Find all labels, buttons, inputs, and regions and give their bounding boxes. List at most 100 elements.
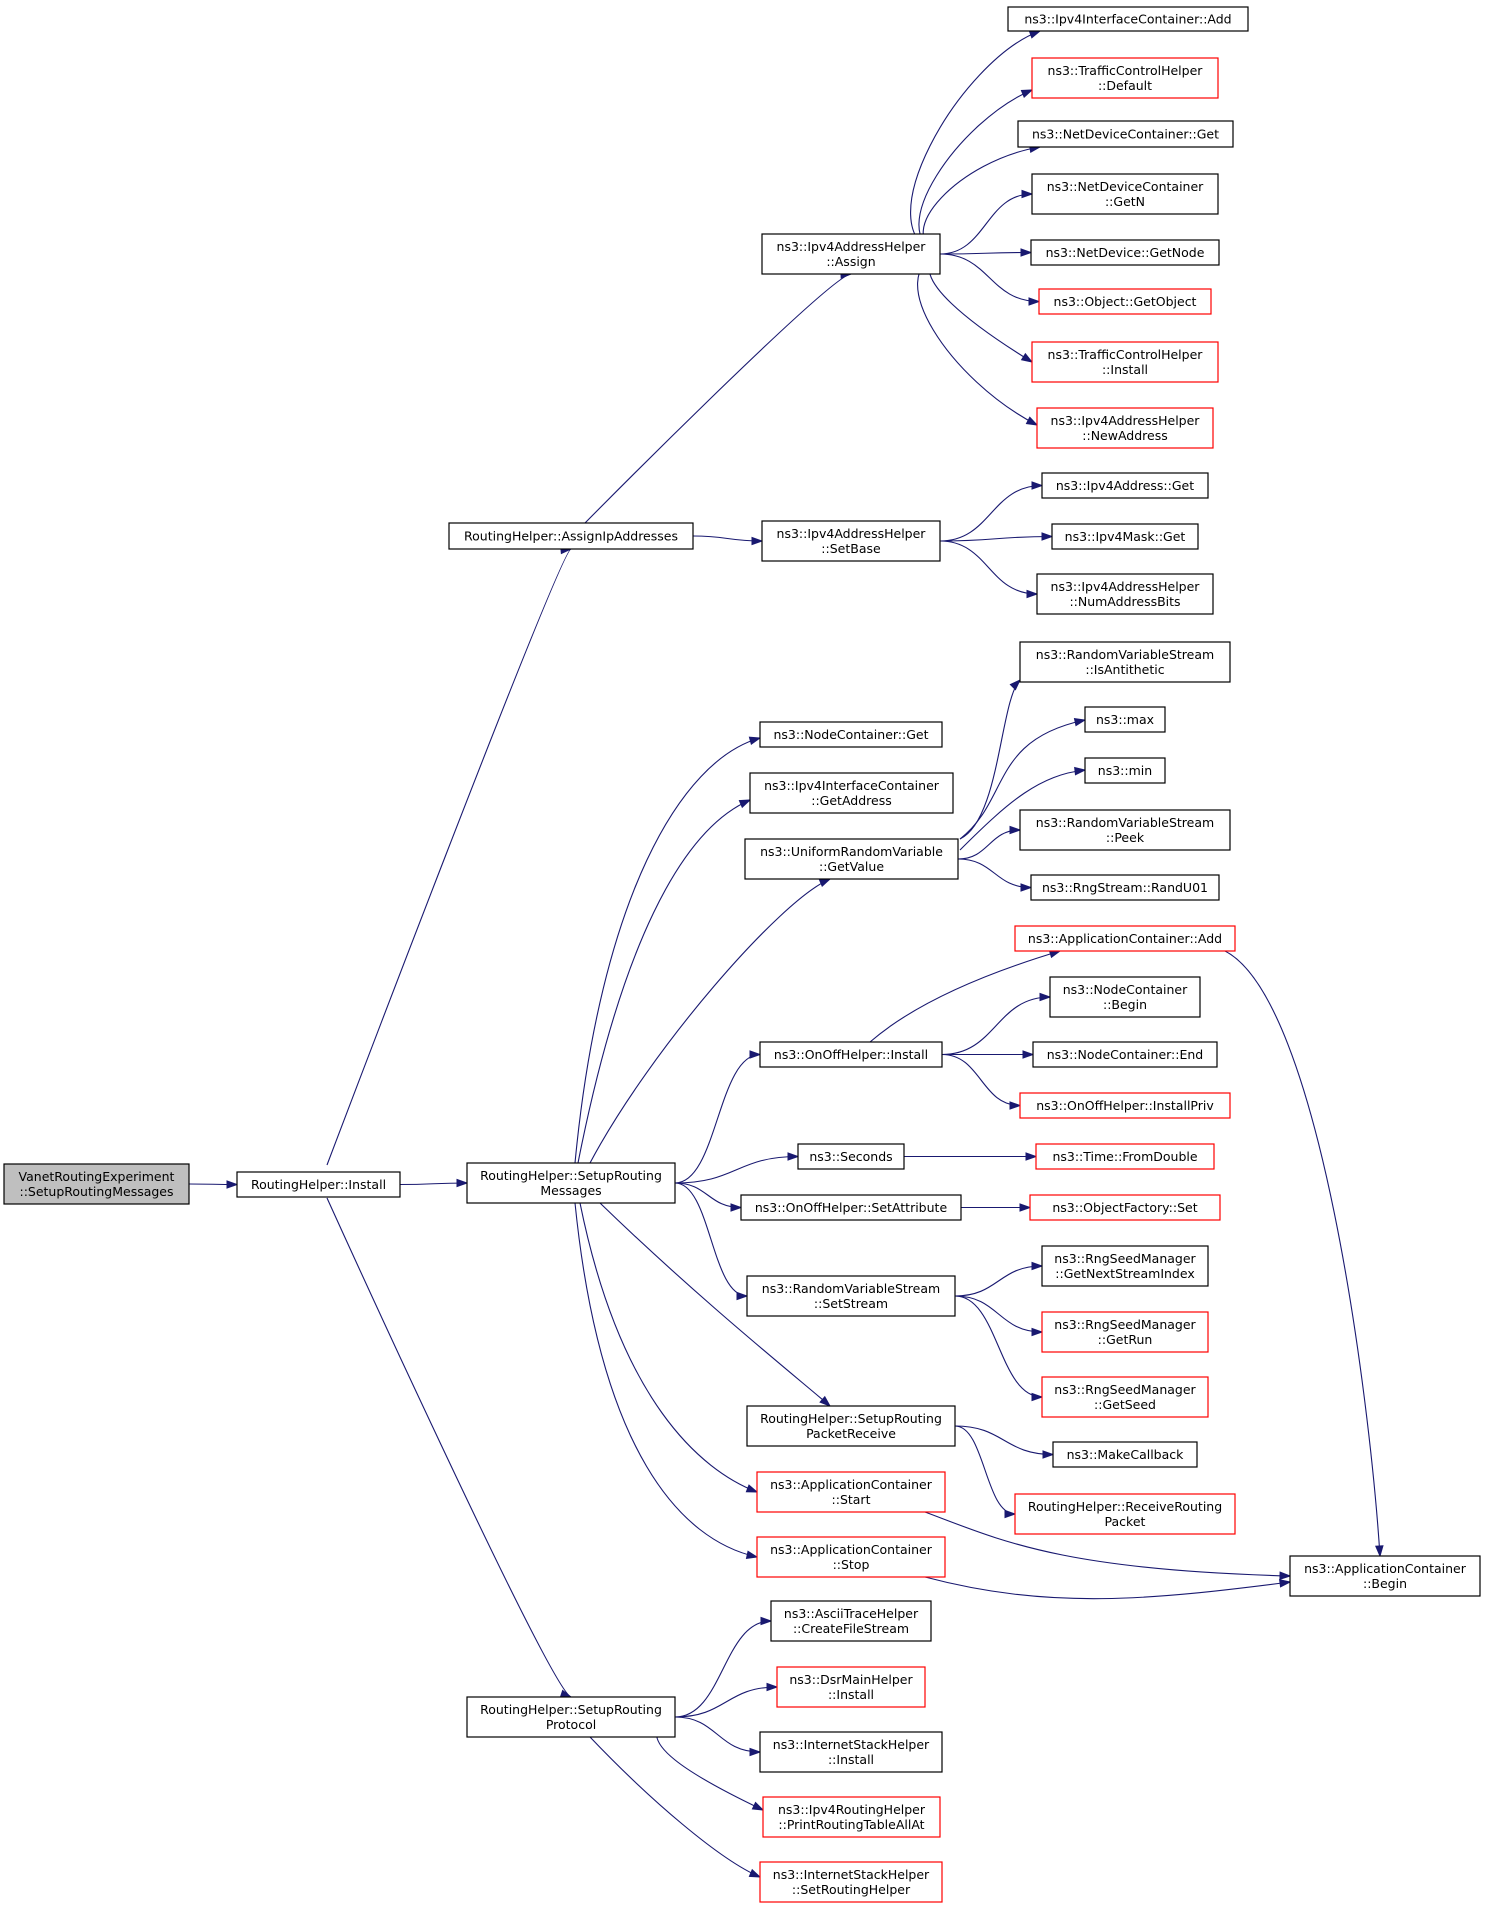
function-node-rvs-peek[interactable]: ns3::RandomVariableStream::Peek (1019, 809, 1231, 851)
function-node-assignip[interactable]: RoutingHelper::AssignIpAddresses (448, 522, 694, 550)
function-node-tch-default[interactable]: ns3::TrafficControlHelper::Default (1031, 57, 1219, 99)
function-node-assign[interactable]: ns3::Ipv4AddressHelper::Assign (761, 233, 941, 275)
function-node-time-fromdouble[interactable]: ns3::Time::FromDouble (1035, 1143, 1215, 1170)
call-edge (954, 1425, 1055, 1459)
edge-line (584, 273, 852, 524)
node-box (776, 1666, 926, 1708)
function-node-ish-install[interactable]: ns3::InternetStackHelper::Install (759, 1731, 943, 1773)
function-node-setbase[interactable]: ns3::Ipv4AddressHelper::SetBase (761, 520, 941, 562)
function-node-urv-getvalue[interactable]: ns3::UniformRandomVariable::GetValue (744, 838, 959, 880)
edge-line (939, 253, 1040, 303)
edge-line (939, 251, 1032, 255)
node-box (1052, 1441, 1198, 1468)
function-node-rng-randu01[interactable]: ns3::RngStream::RandU01 (1030, 874, 1220, 901)
call-edge (674, 1050, 762, 1184)
node-label-line: ns3::Ipv4InterfaceContainer::Add (1024, 12, 1231, 27)
function-node-rvs-isanti[interactable]: ns3::RandomVariableStream::IsAntithetic (1019, 641, 1231, 683)
function-node-ac-start[interactable]: ns3::ApplicationContainer::Start (756, 1471, 946, 1513)
function-node-onoff-setattr[interactable]: ns3::OnOffHelper::SetAttribute (740, 1194, 962, 1221)
node-label-line: ns3::RngSeedManager (1054, 1382, 1196, 1397)
call-edge (674, 1152, 800, 1184)
node-box (466, 1162, 676, 1204)
function-node-ic-getaddr[interactable]: ns3::Ipv4InterfaceContainer::GetAddress (749, 772, 954, 814)
node-box (759, 1041, 943, 1068)
function-node-ac-begin[interactable]: ns3::ApplicationContainer::Begin (1289, 1555, 1481, 1597)
function-node-rsm-getrun[interactable]: ns3::RngSeedManager::GetRun (1041, 1311, 1209, 1353)
node-label-line: ::PrintRoutingTableAllAt (778, 1817, 924, 1832)
node-box (1019, 809, 1231, 851)
edge-arrowhead (745, 1550, 759, 1559)
node-label-line: ::GetAddress (811, 793, 891, 808)
function-nodes: VanetRoutingExperiment::SetupRoutingMess… (3, 6, 1481, 1903)
edge-line (674, 1686, 778, 1718)
function-node-seconds[interactable]: ns3::Seconds (797, 1143, 905, 1170)
function-node-max[interactable]: ns3::max (1084, 706, 1166, 733)
function-node-nd-getnode[interactable]: ns3::NetDevice::GetNode (1030, 239, 1220, 266)
call-edge (941, 992, 1052, 1056)
call-edge (904, 1152, 1038, 1161)
edge-line (674, 1182, 748, 1297)
function-node-nc-end[interactable]: ns3::NodeContainer::End (1032, 1041, 1218, 1068)
call-edge (942, 1050, 1035, 1059)
function-node-setupmsgs[interactable]: RoutingHelper::SetupRoutingMessages (466, 1162, 676, 1204)
function-node-onoff-install[interactable]: ns3::OnOffHelper::Install (759, 1041, 943, 1068)
function-node-rsm-getnext[interactable]: ns3::RngSeedManager::GetNextStreamIndex (1041, 1245, 1209, 1287)
function-node-obj-getobject[interactable]: ns3::Object::GetObject (1038, 288, 1212, 315)
call-edge (584, 270, 853, 524)
edge-arrowhead (787, 1152, 800, 1161)
edge-line (674, 1620, 772, 1718)
node-box (1019, 1092, 1231, 1119)
edge-arrowhead (730, 1203, 743, 1212)
edge-arrowhead (1009, 825, 1022, 835)
function-node-makecallback[interactable]: ns3::MakeCallback (1052, 1441, 1198, 1468)
function-node-onoff-installpriv[interactable]: ns3::OnOffHelper::InstallPriv (1019, 1092, 1231, 1119)
node-label-line: Protocol (546, 1717, 596, 1732)
function-node-ac-stop[interactable]: ns3::ApplicationContainer::Stop (756, 1536, 946, 1578)
call-edge (959, 678, 1022, 840)
node-label-line: ::Install (828, 1752, 874, 1767)
edge-arrowhead (1019, 1203, 1032, 1212)
function-node-dsr-install[interactable]: ns3::DsrMainHelper::Install (776, 1666, 926, 1708)
function-node-install[interactable]: RoutingHelper::Install (236, 1171, 401, 1198)
function-node-ath-create[interactable]: ns3::AsciiTraceHelper::CreateFileStream (770, 1600, 932, 1642)
function-node-ndc-get[interactable]: ns3::NetDeviceContainer::Get (1017, 120, 1234, 148)
node-label-line: ::SetStream (814, 1296, 888, 1311)
function-node-min[interactable]: ns3::min (1084, 757, 1166, 784)
edge-arrowhead (751, 536, 764, 546)
function-node-ndc-getn[interactable]: ns3::NetDeviceContainer::GetN (1031, 173, 1219, 215)
node-box (740, 1194, 962, 1221)
function-node-ic-add[interactable]: ns3::Ipv4InterfaceContainer::Add (1007, 6, 1249, 32)
edge-line (574, 1202, 758, 1558)
node-label-line: ns3::ApplicationContainer (770, 1542, 933, 1557)
edge-line (954, 1295, 1043, 1398)
edge-line (939, 484, 1043, 542)
node-label-line: ns3::RngSeedManager (1054, 1251, 1196, 1266)
node-label-line: ns3::MakeCallback (1067, 1447, 1185, 1462)
call-edge (577, 799, 752, 1164)
function-node-ipv4mask-get[interactable]: ns3::Ipv4Mask::Get (1051, 523, 1199, 550)
function-node-ish-setrouting[interactable]: ns3::InternetStackHelper::SetRoutingHelp… (759, 1861, 943, 1903)
function-node-nc-get[interactable]: ns3::NodeContainer::Get (759, 721, 943, 748)
function-node-of-set[interactable]: ns3::ObjectFactory::Set (1029, 1194, 1221, 1221)
node-label-line: ::CreateFileStream (793, 1621, 909, 1636)
node-label-line: ::SetRoutingHelper (792, 1882, 911, 1897)
function-node-rsm-getseed[interactable]: ns3::RngSeedManager::GetSeed (1041, 1376, 1209, 1418)
function-node-ac-add[interactable]: ns3::ApplicationContainer::Add (1014, 925, 1236, 952)
edge-line (326, 1197, 572, 1698)
function-node-nc-begin[interactable]: ns3::NodeContainer::Begin (1049, 976, 1201, 1018)
node-label-line: ns3::Ipv4AddressHelper (777, 239, 927, 254)
function-node-iah-newaddr[interactable]: ns3::Ipv4AddressHelper::NewAddress (1036, 407, 1214, 449)
function-node-ipv4addr-get[interactable]: ns3::Ipv4Address::Get (1041, 472, 1209, 499)
function-node-iah-numbits[interactable]: ns3::Ipv4AddressHelper::NumAddressBits (1036, 573, 1214, 615)
function-node-irh-print[interactable]: ns3::Ipv4RoutingHelper::PrintRoutingTabl… (762, 1796, 941, 1838)
node-label-line: ::GetValue (819, 859, 884, 874)
node-label-line: RoutingHelper::Install (251, 1177, 386, 1192)
function-node-rvs-setstream[interactable]: ns3::RandomVariableStream::SetStream (746, 1275, 956, 1317)
edge-line (954, 1425, 1016, 1515)
node-label-line: ::GetNextStreamIndex (1055, 1266, 1194, 1281)
node-label-line: ns3::NodeContainer::End (1047, 1047, 1203, 1062)
function-node-tch-install[interactable]: ns3::TrafficControlHelper::Install (1031, 341, 1219, 383)
